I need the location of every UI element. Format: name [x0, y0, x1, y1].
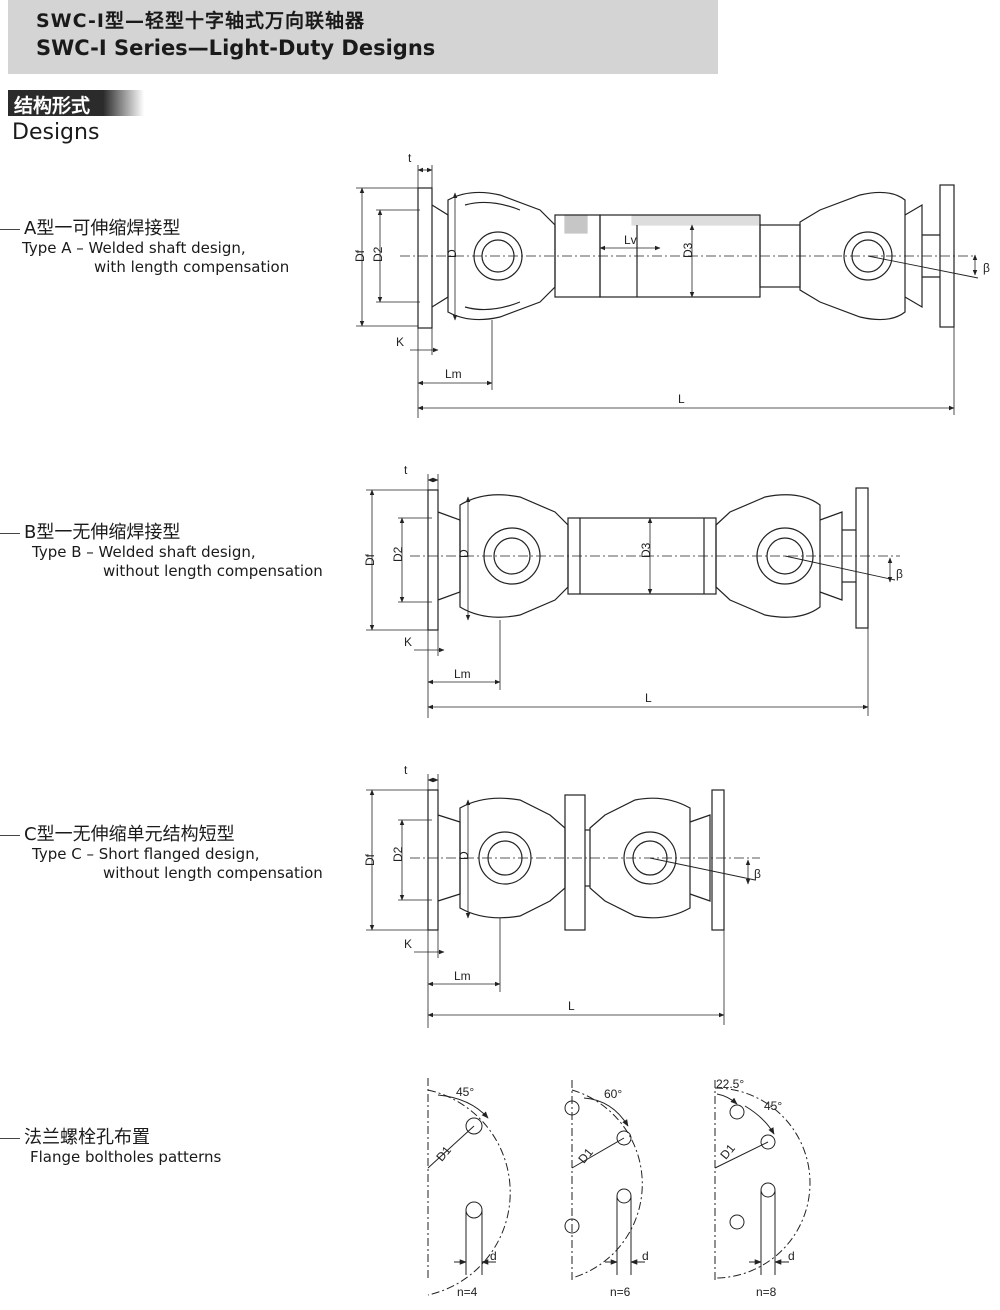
header-band [8, 0, 718, 74]
bolt-pattern-n6-labels: 60° D1 d n=6 [575, 1087, 648, 1299]
type-c-desc-2: without length compensation [103, 864, 323, 882]
bolt-count-label: n=8 [756, 1285, 777, 1299]
type-a-title-cn: A型一可伸缩焊接型 [24, 218, 181, 239]
bolt-count-label: n=4 [457, 1285, 478, 1299]
dim-beta-label: β [754, 867, 761, 881]
type-a-drawing [400, 184, 979, 329]
type-a-label: A型一可伸缩焊接型 Type A – Welded shaft design, … [0, 219, 289, 277]
type-a-desc-2: with length compensation [94, 258, 290, 276]
section-title-cn: 结构形式 [14, 95, 91, 117]
type-b-dim-labels: t Df D2 D D3 K Lm L β [363, 463, 903, 705]
dim-l-label: L [645, 691, 652, 705]
dim-lm-label: Lm [454, 969, 471, 983]
type-c-drawing [410, 789, 760, 931]
dim-l-label: L [678, 392, 685, 406]
section-chip: 结构形式 [8, 90, 144, 117]
dim-df-label: Df [353, 249, 367, 262]
type-c-dimensions [366, 774, 751, 1028]
leader-dash [0, 835, 20, 836]
type-c-label: C型一无伸缩单元结构短型 Type C – Short flanged desi… [0, 825, 323, 883]
type-b-drawing [410, 487, 900, 631]
dim-d-small-label: d [490, 1249, 497, 1263]
type-b-dimensions [366, 474, 893, 718]
section-title-en: Designs [12, 120, 100, 145]
type-c-dim-labels: t Df D2 D K Lm L β [363, 763, 761, 1013]
dim-beta-label: β [983, 261, 990, 275]
dim-lv-label: Lv [624, 233, 637, 247]
dim-k-label: K [404, 635, 412, 649]
bolt-count-label: n=6 [610, 1285, 631, 1299]
dim-t-label: t [404, 463, 408, 477]
dim-lm-label: Lm [454, 667, 471, 681]
type-c-desc-1: Type C – Short flanged design, [32, 845, 260, 863]
dim-d1-label: D1 [575, 1145, 596, 1166]
flange-desc-1: Flange boltholes patterns [30, 1148, 222, 1166]
dim-d-small-label: d [788, 1249, 795, 1263]
dim-d3-label: D3 [681, 242, 695, 258]
dim-t-label: t [408, 151, 412, 165]
type-b-label: B型一无伸缩焊接型 Type B – Welded shaft design, … [0, 523, 323, 581]
dim-d-label: D [457, 549, 471, 558]
type-a-desc-1: Type A – Welded shaft design, [22, 239, 246, 257]
dim-d3-label: D3 [639, 542, 653, 558]
angle-label: 22.5° [716, 1077, 744, 1091]
dim-df-label: Df [363, 853, 377, 866]
type-b-desc-1: Type B – Welded shaft design, [32, 543, 256, 561]
dim-t-label: t [404, 763, 408, 777]
type-c-title-cn: C型一无伸缩单元结构短型 [24, 824, 235, 845]
flange-title-cn: 法兰螺栓孔布置 [24, 1127, 150, 1148]
type-a-dimensions [356, 165, 978, 418]
dim-beta-label: β [896, 567, 903, 581]
dim-k-label: K [396, 335, 404, 349]
leader-dash [0, 533, 20, 534]
dim-d2-label: D2 [391, 546, 405, 562]
page-title-en: SWC-I Series—Light-Duty Designs [36, 36, 436, 60]
angle-label: 45° [764, 1099, 782, 1113]
bolt-pattern-n6 [564, 1080, 645, 1280]
type-b-title-cn: B型一无伸缩焊接型 [24, 522, 181, 543]
bolt-pattern-n8 [714, 1080, 811, 1280]
dim-d1-label: D1 [717, 1141, 738, 1162]
leader-dash [0, 1138, 20, 1139]
bolt-pattern-n4 [427, 1078, 511, 1296]
dim-d2-label: D2 [371, 246, 385, 262]
flange-label: 法兰螺栓孔布置 Flange boltholes patterns [0, 1128, 221, 1167]
dim-d-small-label: d [642, 1249, 649, 1263]
dim-d2-label: D2 [391, 846, 405, 862]
dim-lm-label: Lm [445, 367, 462, 381]
type-b-desc-2: without length compensation [103, 562, 323, 580]
dim-d-label: D [457, 851, 471, 860]
angle-label: 45° [456, 1085, 474, 1099]
bolt-pattern-n8-labels: 22.5° 45° D1 d n=8 [716, 1077, 795, 1299]
leader-dash [0, 229, 20, 230]
type-a-dim-labels: t Df D2 D D3 Lv K Lm L β [353, 151, 990, 406]
dim-df-label: Df [363, 553, 377, 566]
dim-k-label: K [404, 937, 412, 951]
angle-label: 60° [604, 1087, 622, 1101]
dim-l-label: L [568, 999, 575, 1013]
page-title-cn: SWC-I型—轻型十字轴式万向联轴器 [36, 10, 365, 32]
dim-d-label: D [445, 249, 459, 258]
